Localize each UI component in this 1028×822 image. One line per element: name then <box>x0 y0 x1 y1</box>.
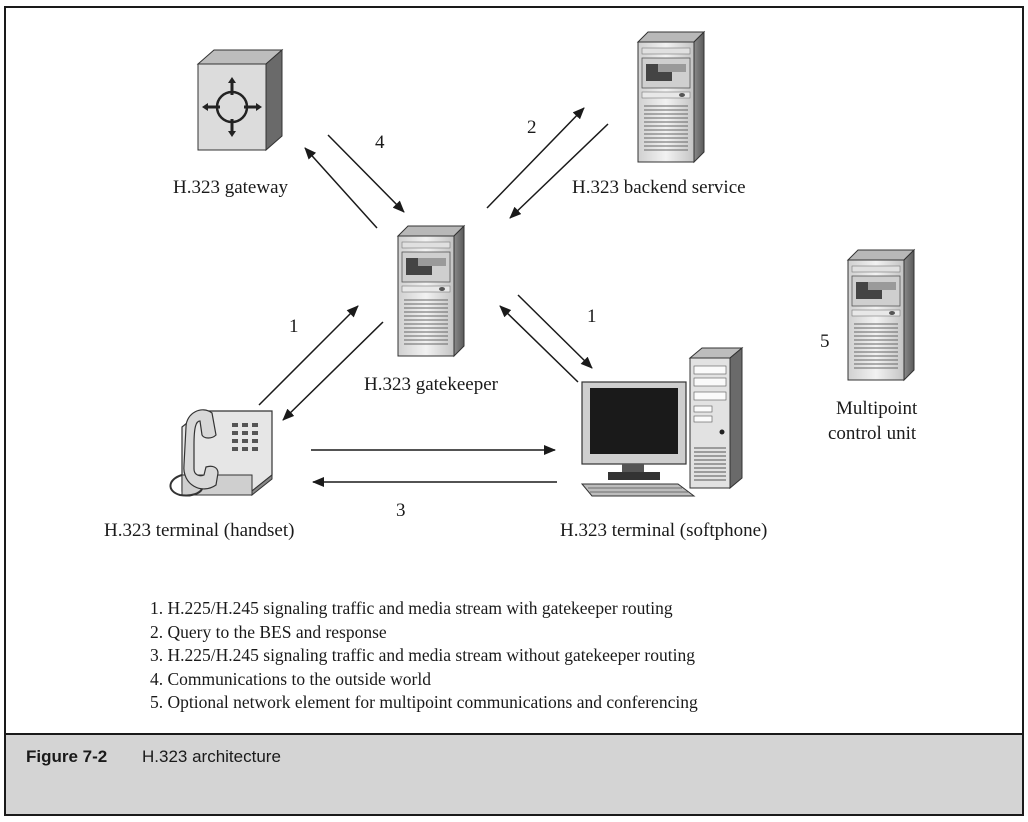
legend-list: 1. H.225/H.245 signaling traffic and med… <box>150 597 698 715</box>
arrow-gatekeeper-to-gateway <box>304 147 378 229</box>
gatekeeper-server-icon <box>397 225 465 357</box>
arrow-softphone-to-gatekeeper <box>499 305 579 383</box>
figure-caption-bar: Figure 7-2 H.323 architecture <box>4 733 1024 816</box>
mcu-server-icon <box>847 249 915 381</box>
legend-item: 3. H.225/H.245 signaling traffic and med… <box>150 645 695 665</box>
handset-label: H.323 terminal (handset) <box>104 520 295 541</box>
figure-title: H.323 architecture <box>142 747 281 766</box>
arrow-gatekeeper-to-handset <box>282 321 384 421</box>
softphone-computer-icon <box>580 346 744 497</box>
figure-frame <box>4 6 1024 816</box>
mcu-label-line1: Multipoint <box>836 398 918 419</box>
flow-number-3: 3 <box>396 500 406 521</box>
legend-item: 5. Optional network element for multipoi… <box>150 692 698 712</box>
legend-item: 1. H.225/H.245 signaling traffic and med… <box>150 598 673 618</box>
gateway-icon <box>196 48 284 152</box>
gatekeeper-label: H.323 gatekeeper <box>364 374 498 395</box>
arrow-backend-to-gatekeeper <box>509 123 609 219</box>
flow-number-1-left: 1 <box>289 316 299 337</box>
figure-number: Figure 7-2 <box>26 747 108 766</box>
flow-number-4: 4 <box>375 132 385 153</box>
legend-item: 4. Communications to the outside world <box>150 668 431 689</box>
flow-number-2: 2 <box>527 117 537 138</box>
arrow-gatekeeper-to-softphone <box>517 294 593 369</box>
softphone-label: H.323 terminal (softphone) <box>560 520 768 541</box>
gateway-label: H.323 gateway <box>173 177 289 198</box>
architecture-diagram <box>169 31 915 497</box>
arrow-gateway-to-gatekeeper <box>327 134 405 213</box>
backend-server-icon <box>637 31 705 163</box>
mcu-label-line2: control unit <box>828 423 917 444</box>
flow-number-1-right: 1 <box>587 306 597 327</box>
legend-item: 2. Query to the BES and response <box>150 621 387 642</box>
arrow-handset-to-gatekeeper <box>258 305 359 406</box>
backend-label: H.323 backend service <box>572 177 746 198</box>
handset-icon <box>169 409 273 497</box>
flow-number-5: 5 <box>820 331 830 352</box>
arrow-gatekeeper-to-backend <box>486 107 585 209</box>
